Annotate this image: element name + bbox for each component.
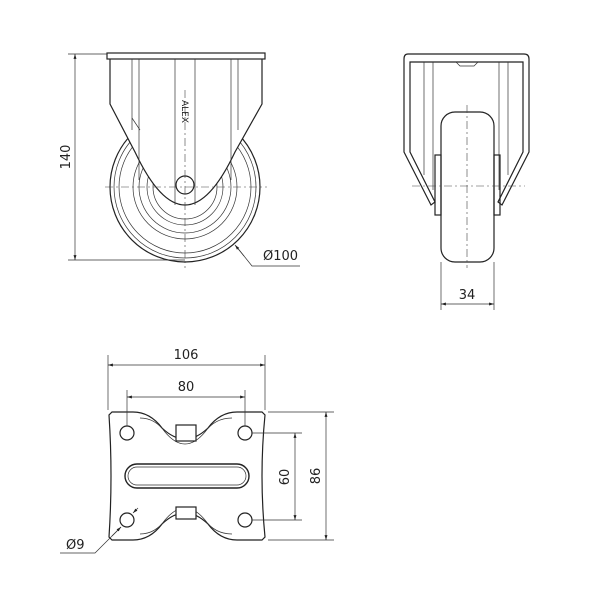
bottom-view: 106 80 60 86 Ø9: [60, 348, 334, 554]
fork-bracket: [106, 52, 266, 206]
wheel-width-dimension: 34: [440, 262, 495, 310]
slot: [124, 463, 250, 489]
hole-spacing-x-dimension: 80: [126, 380, 246, 426]
top-nut: [175, 424, 197, 442]
diameter-dimension: Ø100: [234, 244, 300, 267]
plate-length-dimension: 86: [268, 411, 334, 541]
bottom-nut: [175, 506, 197, 520]
wheel-width-label: 34: [459, 288, 476, 303]
height-dim-label: 140: [59, 145, 74, 170]
plate-width-dimension: 106: [107, 348, 266, 410]
plate-width-label: 106: [174, 348, 199, 363]
logo-text: ALEX: [179, 100, 189, 123]
diameter-dim-label: Ø100: [263, 249, 298, 264]
hole-diameter-label: Ø9: [66, 538, 85, 553]
plate-length-label: 86: [309, 468, 324, 485]
side-view: 34: [403, 53, 530, 310]
height-dimension: 140: [59, 53, 185, 261]
hole-spacing-y-dimension: 60: [252, 432, 302, 521]
hole-diameter-dimension: Ø9: [60, 507, 139, 554]
hole-spacing-x-label: 80: [178, 380, 195, 395]
hole-spacing-y-label: 60: [278, 469, 293, 486]
wheel-side: [440, 111, 495, 263]
front-view: ALEX 140 Ø100: [59, 52, 300, 268]
